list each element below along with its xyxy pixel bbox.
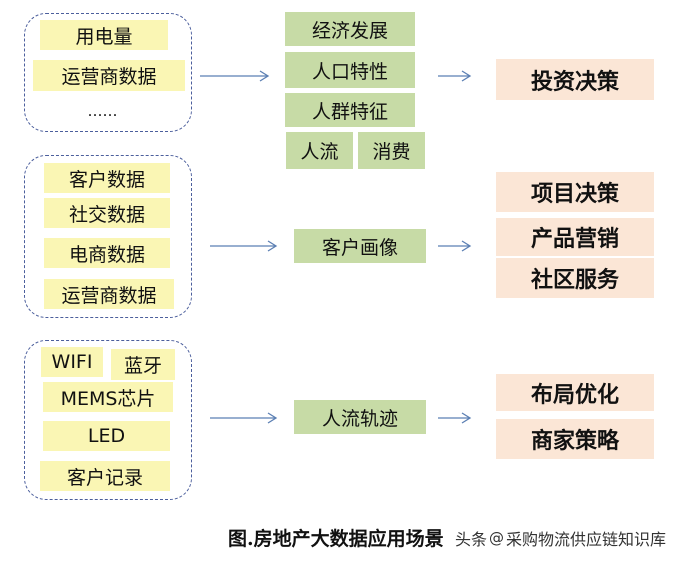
result-box-merchant-strategy: 商家策略 [496,419,654,459]
middle-box-customer-portrait: 客户画像 [294,229,426,263]
result-box-project-decision: 项目决策 [496,172,654,212]
middle-box-people-flow-track: 人流轨迹 [294,400,426,434]
arrow-middle-1-to-result [438,70,472,82]
arrow-middle-3-to-result [438,412,472,424]
arrow-middle-2-to-result [438,240,472,252]
source-group-3 [24,340,192,500]
source-box-ecommerce-data: 电商数据 [44,238,170,268]
source-box-operator-data-2: 运营商数据 [44,279,174,309]
middle-box-consumption: 消费 [358,132,425,169]
source-box-bluetooth: 蓝牙 [111,349,175,380]
source-box-mems-chip: MEMS芯片 [43,382,173,412]
middle-box-economy: 经济发展 [285,12,415,46]
middle-box-people-flow: 人流 [286,132,353,169]
source-ellipsis: …… [87,102,118,120]
arrow-sources-2-to-middle [210,240,278,252]
watermark-text: 采购物流供应链知识库 [506,530,667,549]
source-group-1 [24,13,192,132]
result-box-community-service: 社区服务 [496,258,654,298]
middle-box-crowd-features: 人群特征 [285,93,415,127]
result-box-investment-decision: 投资决策 [496,59,654,100]
result-box-product-marketing: 产品营销 [496,218,654,256]
source-group-2 [24,155,192,318]
arrow-sources-3-to-middle [210,412,278,424]
watermark: 头条 @ 采购物流供应链知识库 [455,526,667,550]
source-box-led: LED [43,421,170,451]
source-box-electricity: 用电量 [40,20,168,50]
source-box-operator-data: 运营商数据 [33,60,185,91]
watermark-at: @ [489,529,505,547]
source-box-social-data: 社交数据 [44,198,170,228]
arrow-sources-1-to-middle [200,70,270,82]
result-box-layout-optimization: 布局优化 [496,374,654,411]
source-box-customer-records: 客户记录 [40,461,170,491]
figure-caption: 图.房地产大数据应用场景 [228,528,444,550]
source-box-customer-data: 客户数据 [44,163,170,193]
source-box-wifi: WIFI [41,347,103,377]
watermark-prefix: 头条 [455,530,488,549]
middle-box-population: 人口特性 [285,52,415,88]
